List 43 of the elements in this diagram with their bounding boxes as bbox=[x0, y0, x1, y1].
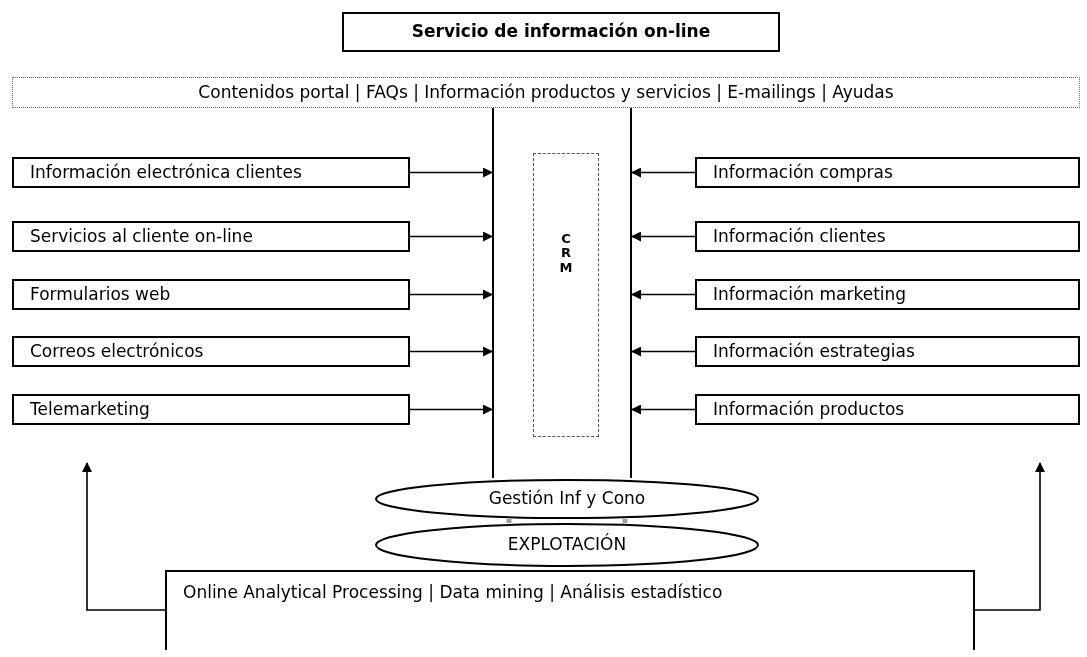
node-label: Servicios al cliente on-line bbox=[29, 224, 254, 248]
node-label: Correos electrónicos bbox=[29, 339, 205, 363]
node-label: Servicio de información on-line bbox=[411, 20, 711, 44]
vertical-label: CRM bbox=[559, 232, 573, 275]
node-label: Online Analytical Processing | Data mining | Análisis estadístico bbox=[182, 581, 724, 604]
process-box bbox=[695, 336, 1080, 367]
dashed-box bbox=[533, 153, 599, 437]
process-box bbox=[12, 221, 410, 252]
process-box bbox=[12, 394, 410, 425]
node-label: Información estrategias bbox=[712, 339, 916, 363]
process-box bbox=[165, 570, 975, 650]
arrow bbox=[631, 167, 696, 178]
node-label: Información electrónica clientes bbox=[29, 160, 303, 184]
dotted-banner bbox=[12, 77, 1080, 108]
title-box bbox=[342, 12, 780, 52]
process-box bbox=[695, 157, 1080, 188]
process-box bbox=[12, 336, 410, 367]
node-label: Información marketing bbox=[712, 282, 908, 306]
process-box bbox=[695, 279, 1080, 310]
arrow bbox=[631, 346, 696, 357]
arrow bbox=[631, 404, 696, 415]
process-box bbox=[12, 157, 410, 188]
process-box bbox=[695, 221, 1080, 252]
arrow bbox=[409, 346, 493, 357]
node-label: Información clientes bbox=[712, 224, 887, 248]
node-label: Información compras bbox=[712, 160, 894, 184]
node-label: Contenidos portal | FAQs | Información productos y servicios | E-mailings | Ayudas bbox=[197, 80, 895, 104]
arrow bbox=[631, 289, 696, 300]
column-box bbox=[492, 108, 632, 478]
node-label: Información productos bbox=[712, 397, 906, 421]
arrow bbox=[82, 462, 166, 611]
process-box bbox=[12, 279, 410, 310]
process-box bbox=[695, 394, 1080, 425]
node-label: Telemarketing bbox=[29, 397, 151, 421]
arrow bbox=[974, 462, 1045, 611]
arrow bbox=[631, 231, 696, 242]
arrow bbox=[409, 289, 493, 300]
node-label: Formularios web bbox=[29, 282, 172, 306]
node-label: Gestión Inf y Cono bbox=[487, 487, 647, 511]
arrow bbox=[409, 231, 493, 242]
arrow bbox=[409, 167, 493, 178]
arrow bbox=[409, 404, 493, 415]
node-label: EXPLOTACIÓN bbox=[506, 532, 628, 557]
